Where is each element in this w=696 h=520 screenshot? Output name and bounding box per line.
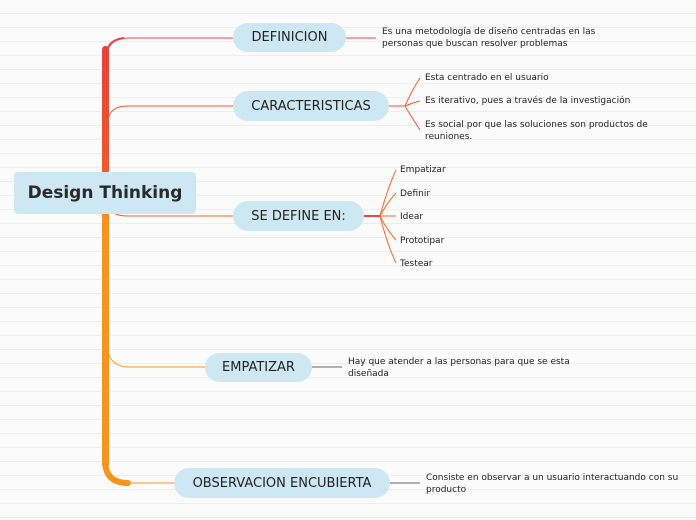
leaf-se-define-5[interactable]: Testear xyxy=(400,259,433,269)
leaf-se-define-1[interactable]: Empatizar xyxy=(400,165,446,175)
leaf-link-def-1 xyxy=(379,169,397,217)
leaf-link-def-5 xyxy=(379,215,397,264)
leaf-se-define-3[interactable]: Idear xyxy=(400,212,424,222)
leaf-empatizar[interactable]: Hay que atender a las personas para que … xyxy=(348,357,570,379)
link-caracteristicas xyxy=(107,105,234,121)
leaf-se-define-4[interactable]: Prototipar xyxy=(400,236,445,246)
leaf-link-car-2 xyxy=(404,100,421,107)
root-node[interactable]: Design Thinking xyxy=(14,172,196,214)
leaf-caracteristicas-3[interactable]: Es social por que las soluciones son pro… xyxy=(425,120,648,142)
leaf-caracteristicas-2[interactable]: Es iterativo, pues a través de la invest… xyxy=(425,96,631,106)
leaf-link-def-4 xyxy=(379,215,397,241)
leaf-observacion-encubierta[interactable]: Consiste en observar a un usuario intera… xyxy=(426,473,679,495)
trunk-bar xyxy=(102,46,109,468)
leaf-definicion[interactable]: Es una metodología de diseño centradas e… xyxy=(382,27,596,49)
branch-node-empatizar[interactable]: EMPATIZAR xyxy=(205,353,312,382)
leaf-link-car-1 xyxy=(404,77,421,107)
leaf-link-def-2 xyxy=(379,192,397,217)
branch-node-se-define-en[interactable]: SE DEFINE EN: xyxy=(233,201,364,231)
leaf-se-define-2[interactable]: Definir xyxy=(400,189,431,199)
leaf-link-car-3 xyxy=(404,105,421,131)
branch-node-observacion-encubierta[interactable]: OBSERVACION ENCUBIERTA xyxy=(174,468,390,498)
leaf-caracteristicas-1[interactable]: Esta centrado en el usuario xyxy=(425,73,549,83)
link-definicion xyxy=(107,37,234,49)
branch-node-caracteristicas[interactable]: CARACTERISTICAS xyxy=(233,91,389,121)
link-observacion xyxy=(107,469,174,484)
link-empatizar xyxy=(107,349,206,368)
branch-node-definicion[interactable]: DEFINICION xyxy=(233,23,346,52)
